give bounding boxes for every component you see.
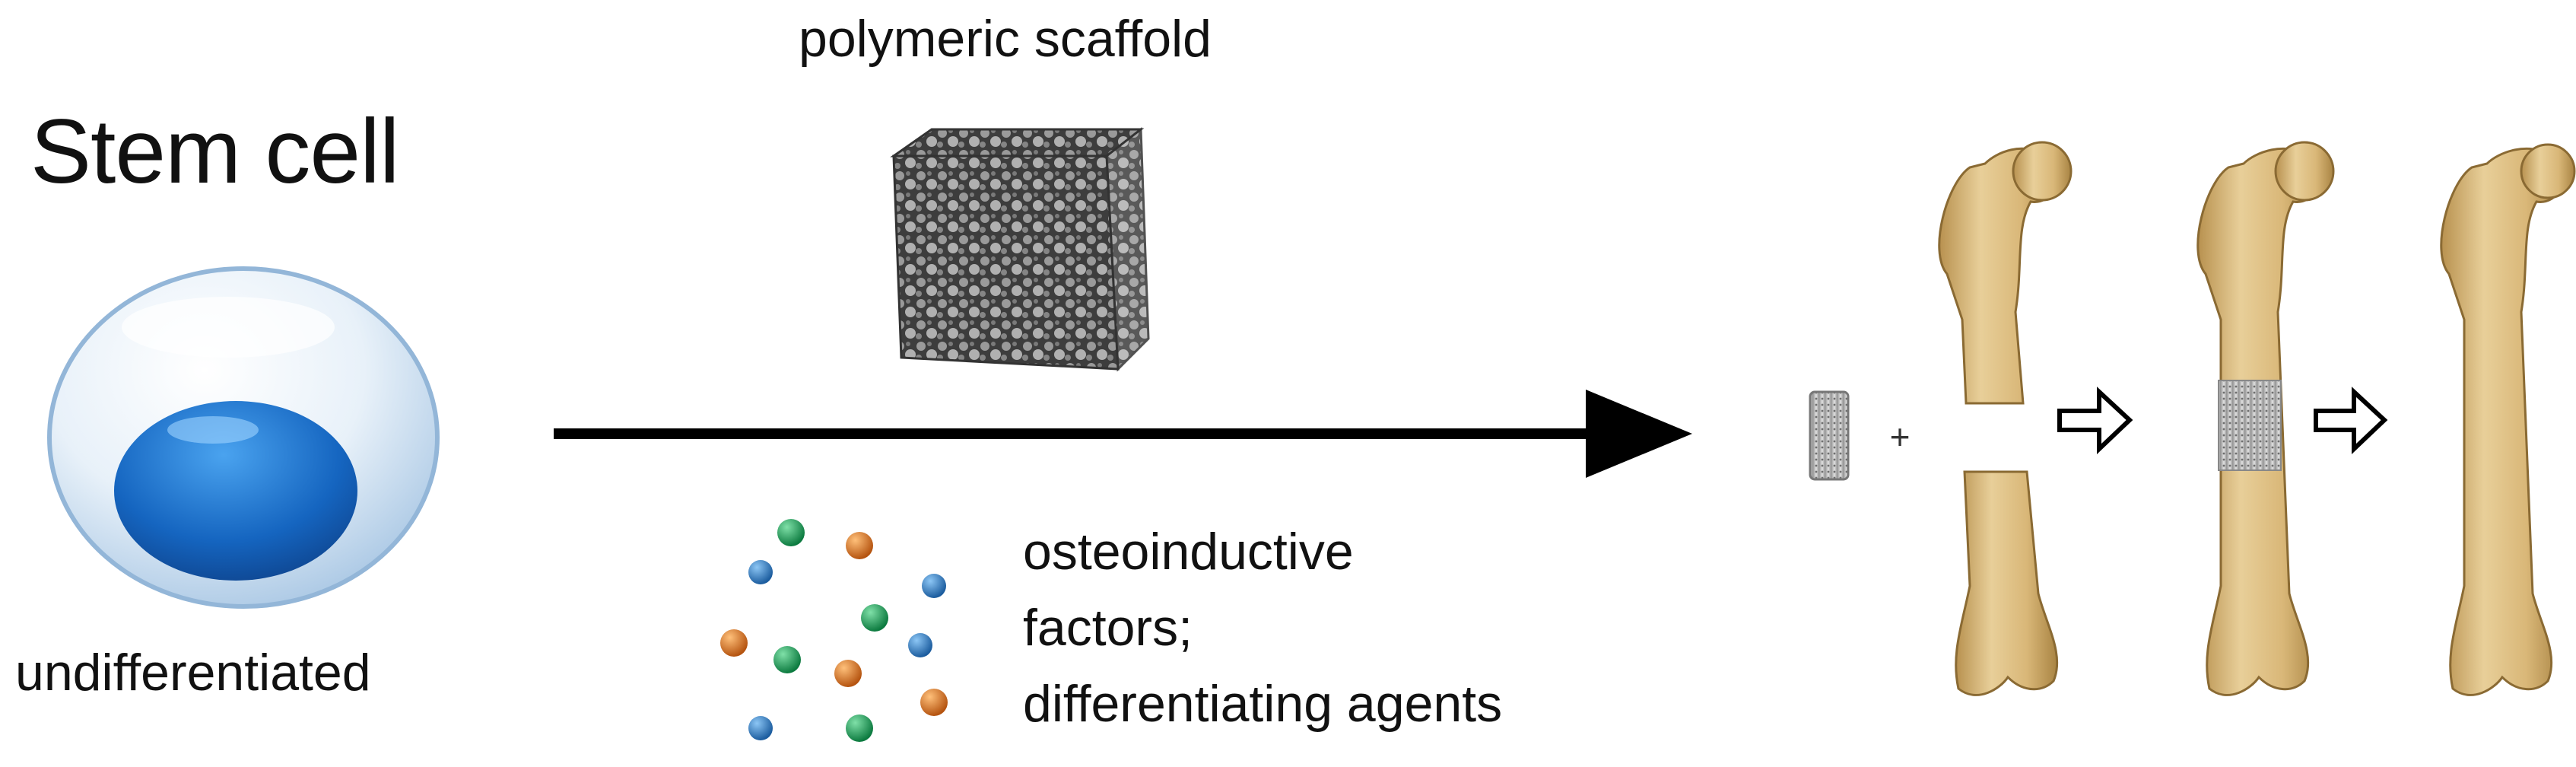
particle-green	[777, 519, 805, 546]
particle-green	[846, 714, 873, 742]
scaffold-label: polymeric scaffold	[799, 10, 1212, 68]
cell-caption: undifferentiated	[15, 644, 371, 702]
scaffold-implant-icon	[1809, 390, 1850, 481]
plus-sign: +	[1890, 417, 1911, 457]
particle-blue	[748, 716, 773, 740]
hollow-arrow-icon	[2057, 387, 2133, 454]
factor-particles	[720, 519, 948, 742]
particle-orange	[720, 629, 748, 657]
stem-cell-title: Stem cell	[30, 100, 399, 202]
particle-orange	[846, 532, 873, 559]
factors-label-line: osteoinductive	[1023, 523, 1354, 581]
femur-with-defect-icon	[1938, 141, 2073, 696]
hollow-arrow-icon	[2314, 387, 2388, 454]
factors-label-line: differentiating agents	[1023, 675, 1503, 733]
particle-blue	[922, 574, 946, 598]
factors-label: osteoinductive factors; differentiating …	[1023, 514, 1707, 742]
particle-orange	[834, 660, 862, 687]
particle-green	[861, 604, 888, 632]
factors-label-line: factors;	[1023, 599, 1193, 657]
stem-cell-icon	[47, 266, 440, 609]
particle-blue	[908, 633, 932, 657]
process-arrow	[554, 390, 1692, 478]
particle-blue	[748, 560, 773, 584]
particle-green	[773, 646, 801, 673]
femur-healed-icon	[2440, 143, 2576, 696]
femur-with-implant-icon	[2196, 141, 2335, 696]
scaffold-cube-icon	[890, 127, 1150, 372]
particle-orange	[920, 689, 948, 716]
